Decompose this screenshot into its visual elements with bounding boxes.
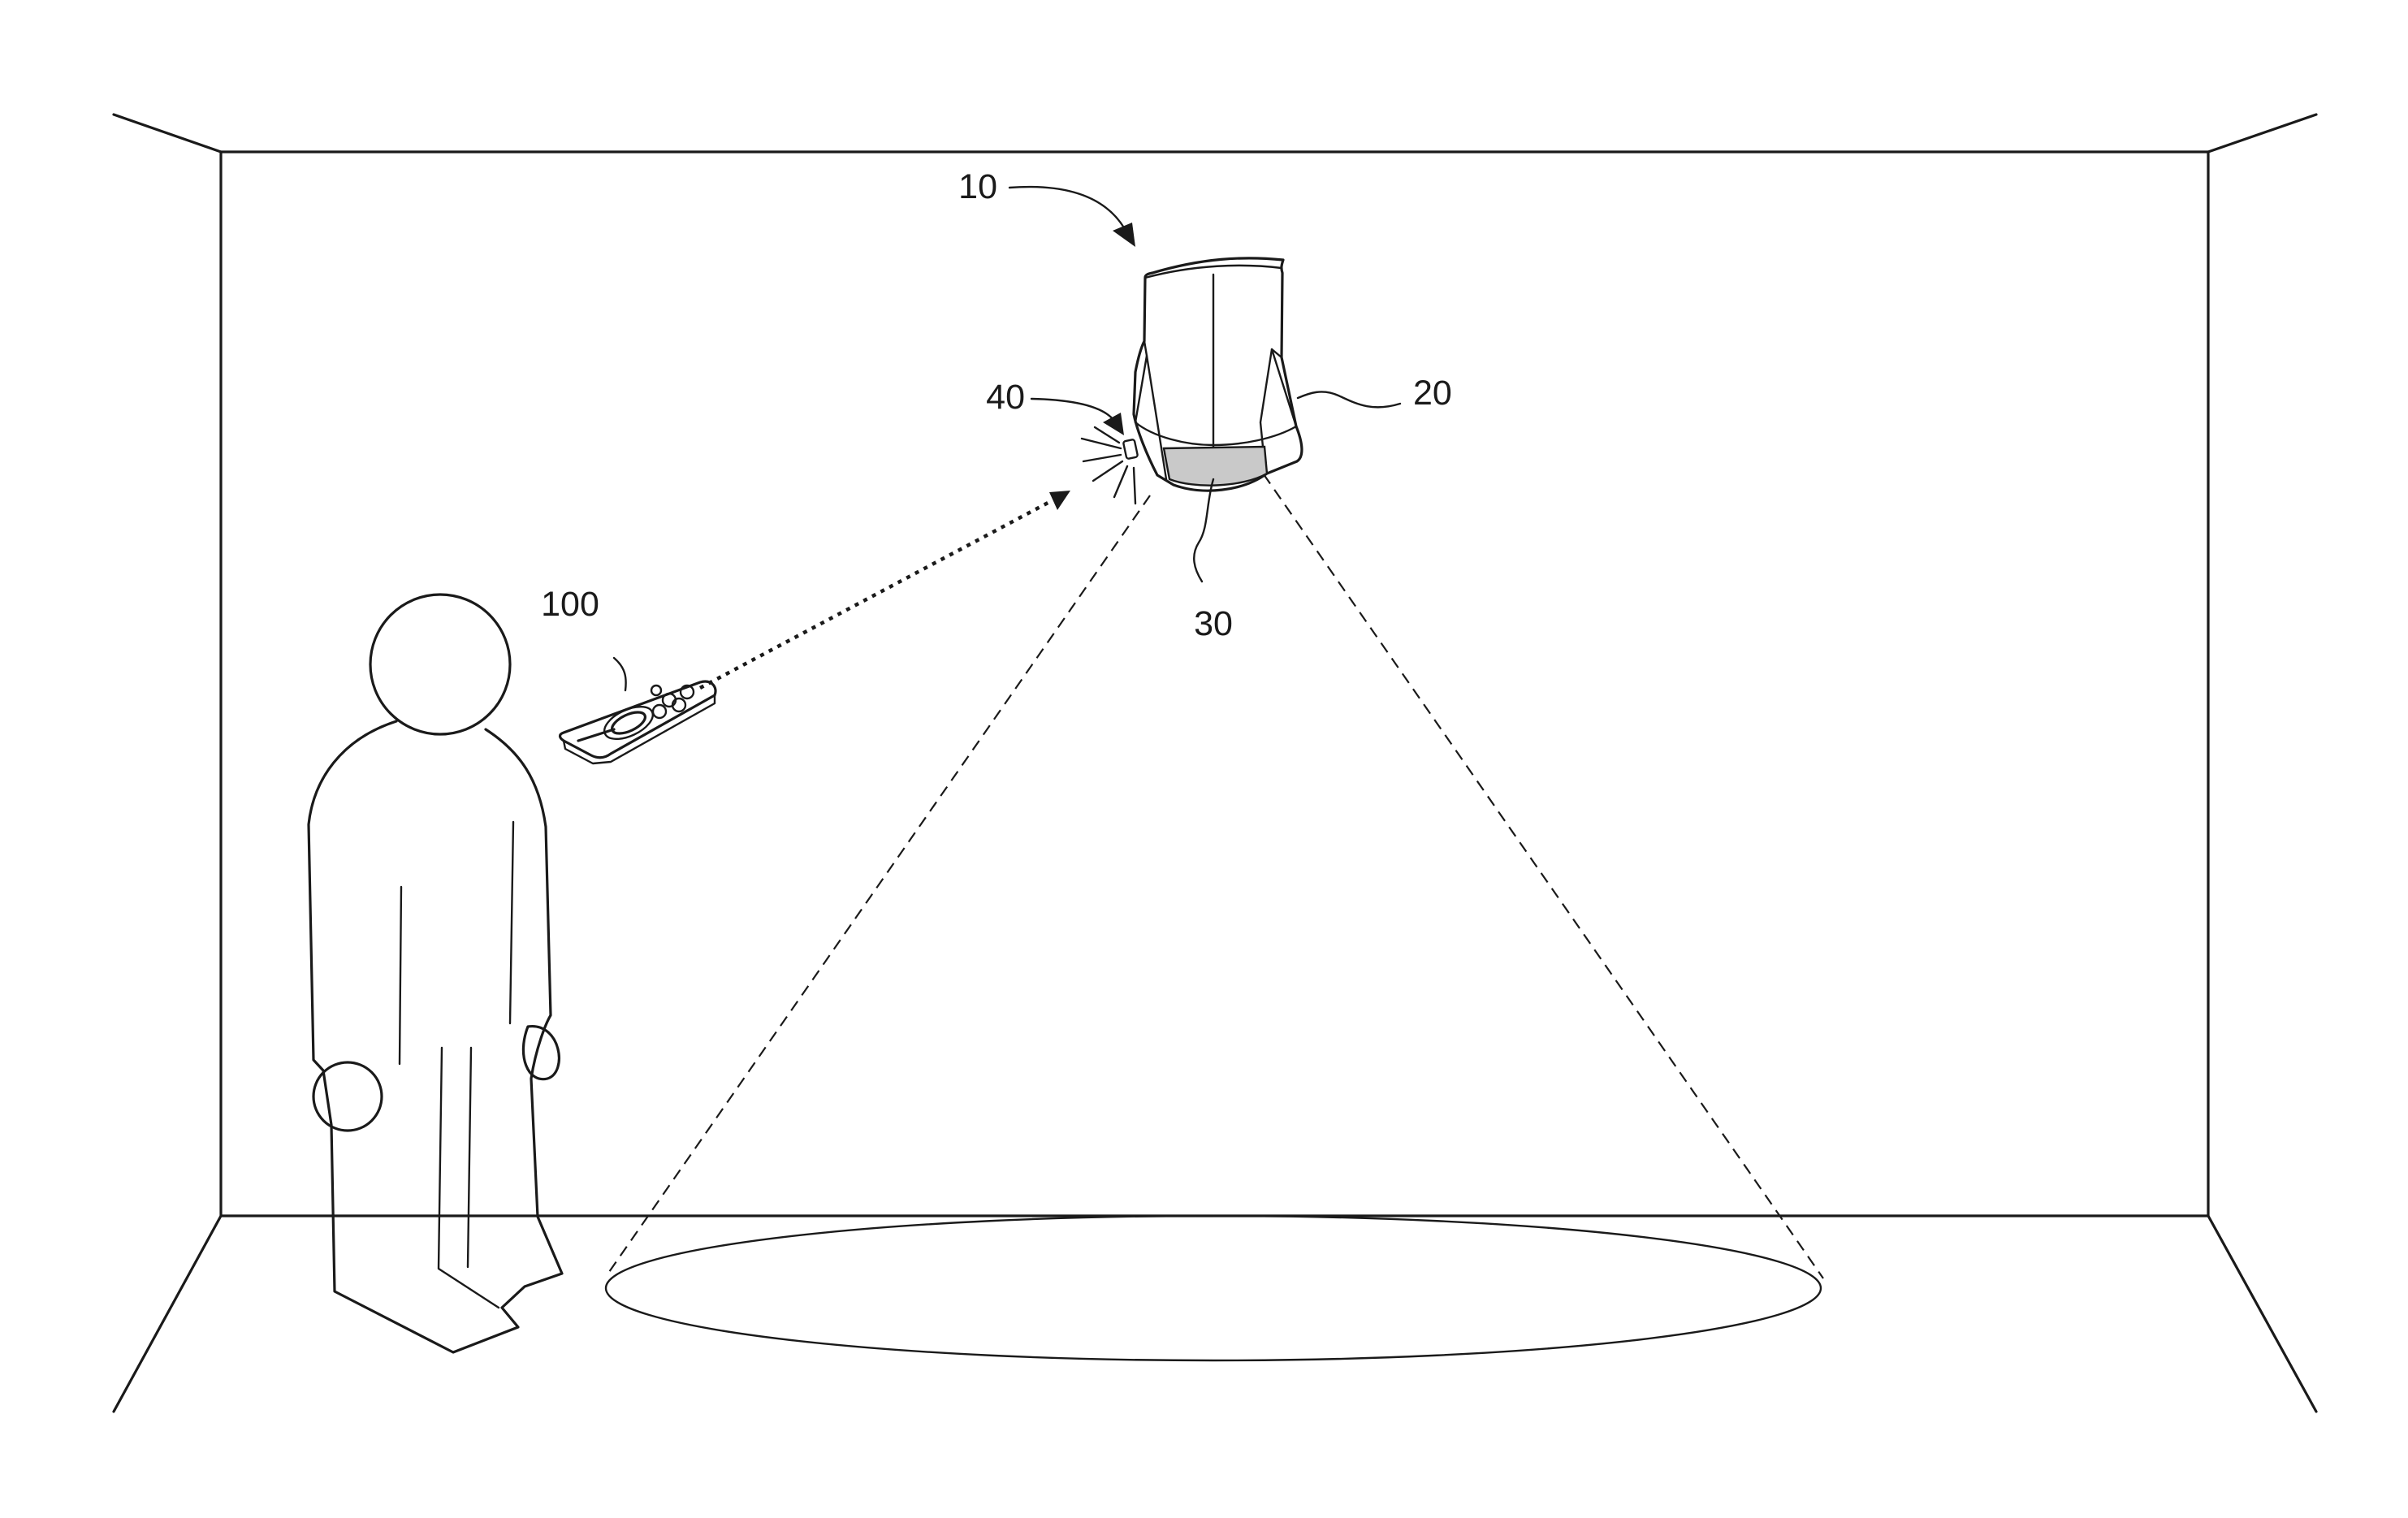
leader-20 (1298, 391, 1400, 407)
label-20: 20 (1413, 374, 1452, 413)
remote-dpad-ring-icon (599, 700, 658, 746)
illuminated-area (606, 1216, 1821, 1360)
signal-path (700, 500, 1053, 688)
ceiling-edge-left (114, 115, 221, 152)
person-left-arm (400, 887, 401, 1064)
signal-arrowhead (1049, 491, 1070, 510)
remote-control (560, 681, 716, 763)
label-30: 30 (1194, 604, 1233, 643)
light-window (1164, 447, 1267, 486)
remote-button-icon (651, 685, 661, 695)
lighting-device (1082, 258, 1302, 504)
remote-button-strip (578, 729, 614, 741)
label-10: 10 (958, 167, 997, 206)
floor-edge-right (2208, 1216, 2316, 1412)
remote-signal (700, 491, 1070, 688)
arrowhead-40 (1103, 413, 1124, 435)
leader-10 (1009, 187, 1125, 229)
reference-labels: 10 20 30 40 100 (541, 167, 1452, 643)
leader-40 (1031, 399, 1114, 421)
signal-burst-icon (1082, 427, 1135, 504)
receiver-sensor (1123, 439, 1138, 459)
device-right-facet-inner (1272, 349, 1296, 426)
person-left-hand (313, 1062, 382, 1131)
room (114, 115, 2316, 1412)
beam-edge-left (609, 495, 1150, 1272)
label-100: 100 (541, 585, 599, 624)
person-right-arm (510, 822, 513, 1023)
leader-30 (1194, 479, 1213, 582)
person (309, 595, 562, 1352)
arrowhead-10 (1113, 223, 1135, 247)
back-wall (221, 152, 2208, 1216)
person-leg-inner (468, 1048, 471, 1267)
leader-100 (614, 658, 626, 690)
floor-edge-left (114, 1216, 221, 1412)
ceiling-edge-right (2208, 115, 2316, 152)
remote-button-icon (653, 705, 666, 718)
person-head (370, 595, 510, 734)
beam-edge-right (1264, 474, 1823, 1278)
device-left-facet (1144, 341, 1166, 479)
label-40: 40 (986, 378, 1025, 417)
